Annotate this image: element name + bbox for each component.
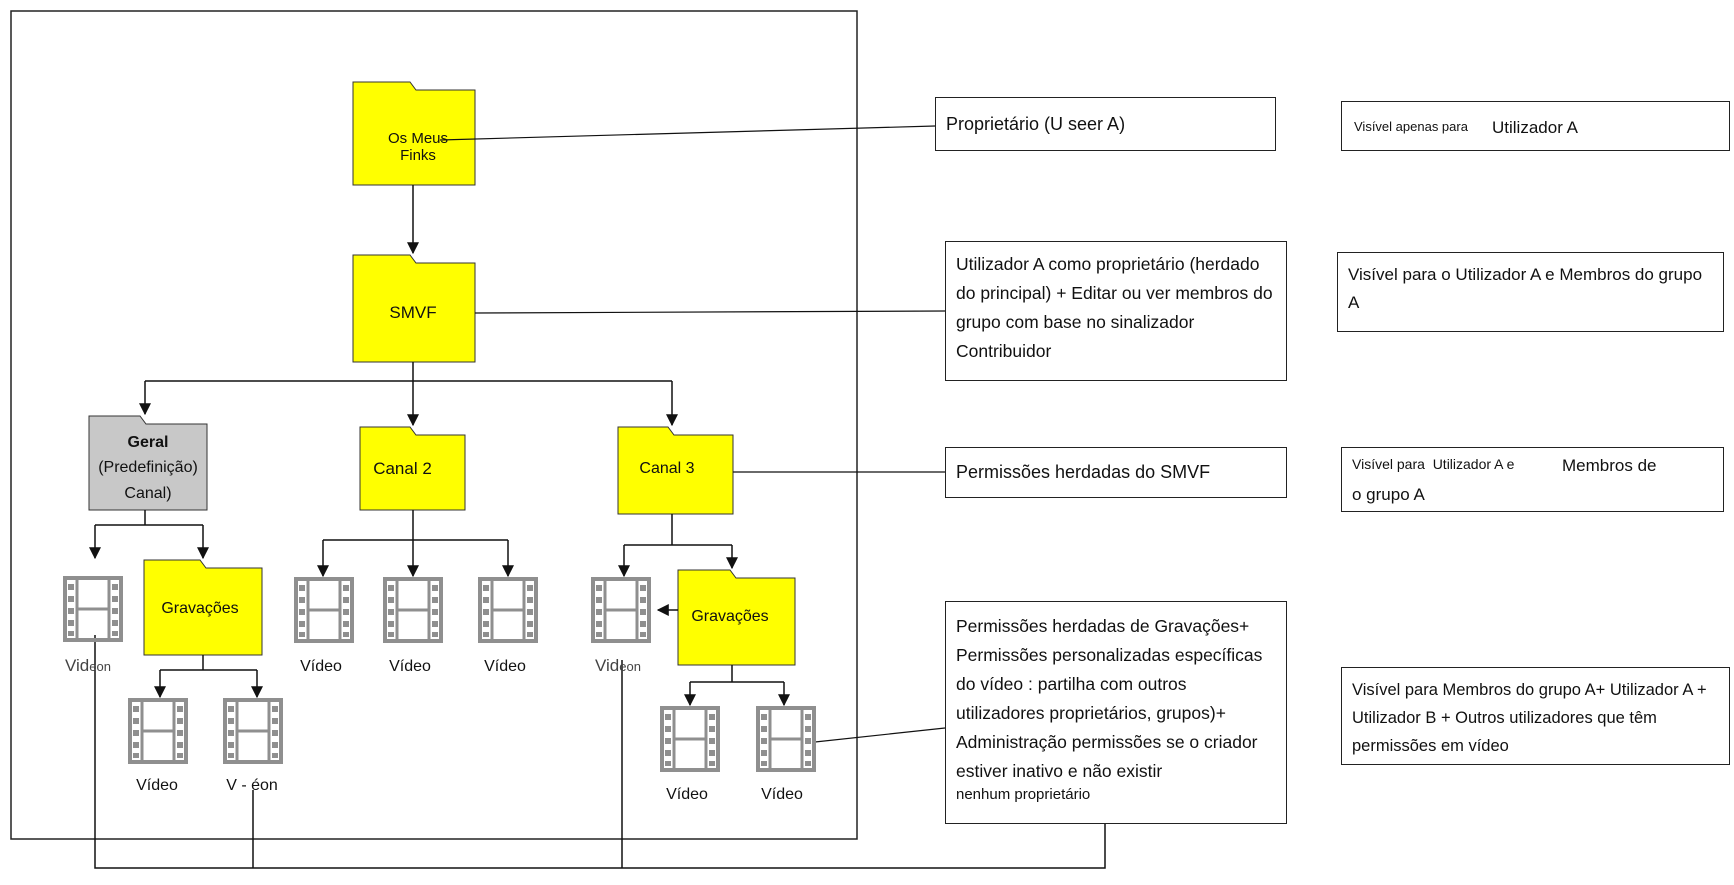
owner-permission-box: Proprietário (U seer A) (935, 97, 1276, 151)
hierarchy-connectors (89, 185, 1106, 869)
video-permission-text: Permissões herdadas de Gravações+ Permis… (956, 616, 1263, 781)
visibility-video-text: Visível para Membros do grupo A+ Utiliza… (1352, 681, 1707, 755)
folder-gravacoes2-label: Gravações (691, 608, 769, 625)
video-label: Vídeo (300, 658, 342, 675)
video-label: Vídeo (389, 658, 431, 675)
video-label: Vídeo (666, 786, 708, 803)
video-label: Vídeo (484, 658, 526, 675)
hierarchy-frame (10, 10, 858, 840)
folder-gravacoes2-icon (677, 569, 796, 666)
video-icon (591, 577, 651, 643)
visibility-channel-box: Visível para Utilizador A e Membros de o… (1341, 447, 1724, 512)
video-label: Vídeo (136, 777, 178, 794)
folder-canal2-label: Canal 2 (373, 459, 432, 478)
video-icon (63, 576, 123, 642)
folder-canal2-icon (359, 426, 466, 511)
video-permission-text-end: nenhum proprietário (956, 786, 1091, 803)
visibility-owner-user: Utilizador A (1492, 118, 1578, 137)
folder-canal3-label: Canal 3 (639, 460, 695, 477)
video-icon (660, 706, 720, 772)
visibility-smvf-text: Visível para o Utilizador A e Membros do… (1348, 265, 1703, 312)
smvf-permission-box: Utilizador A como proprietário (herdado … (945, 241, 1287, 381)
folder-canal3-icon (617, 426, 734, 515)
owner-permission-text: Proprietário (U seer A) (946, 114, 1126, 134)
visibility-channel-members: Membros de (1562, 456, 1657, 475)
folder-smvf-label: SMVF (389, 303, 437, 322)
visibility-owner-box: Visível apenas para Utilizador A (1341, 101, 1730, 151)
visibility-channel-group: o grupo A (1352, 485, 1425, 504)
permission-links (439, 125, 946, 743)
folder-root-icon (352, 81, 476, 186)
smvf-permission-text: Utilizador A como proprietário (herdado … (956, 254, 1273, 361)
folder-geral-sub1: (Predefinição) (98, 459, 198, 476)
video-label: Vídeo (761, 786, 803, 803)
folder-smvf-icon (352, 254, 476, 363)
folder-geral-sub2: Canal) (124, 485, 172, 502)
video-label: V - éon (226, 777, 278, 794)
video-permission-box: Permissões herdadas de Gravações+ Permis… (945, 601, 1287, 824)
visibility-video-box: Visível para Membros do grupo A+ Utiliza… (1341, 667, 1730, 765)
folder-geral-label: Geral (127, 434, 169, 451)
inherited-permission-text: Permissões herdadas do SMVF (956, 462, 1211, 482)
folder-gravacoes1-icon (143, 559, 263, 656)
video-label: Videon (595, 656, 641, 675)
folder-geral-icon (88, 415, 208, 511)
visibility-smvf-box: Visível para o Utilizador A e Membros do… (1337, 252, 1724, 332)
video-icon (478, 577, 538, 643)
video-icon (383, 577, 443, 643)
visibility-owner-prefix: Visível apenas para (1354, 119, 1468, 134)
visibility-channel-prefix: Visível para Utilizador A e (1352, 456, 1515, 472)
video-label: Videon (65, 656, 111, 675)
video-icon (756, 706, 816, 772)
video-icon (294, 577, 354, 643)
folder-gravacoes1-label: Gravações (161, 600, 239, 617)
video-icon (223, 698, 283, 764)
video-icon (128, 698, 188, 764)
inherited-permission-box: Permissões herdadas do SMVF (945, 447, 1287, 498)
folder-root-label: Os Meus Finks (387, 130, 448, 164)
